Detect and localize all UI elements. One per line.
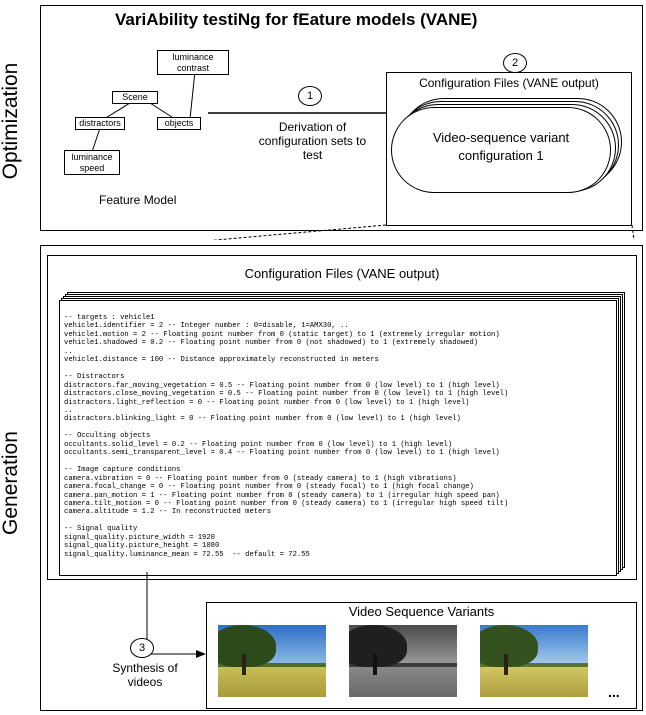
- config-files-title: Configuration Files (VANE output): [419, 76, 599, 90]
- fm-node-scene: Scene: [112, 91, 158, 104]
- config-code-line: [64, 365, 508, 373]
- step-1-text: Derivation of configuration sets to test: [258, 120, 367, 162]
- feature-model-caption: Feature Model: [99, 193, 177, 207]
- fm-node-distractors: distractors: [75, 117, 125, 130]
- config-code-line: ..: [64, 406, 73, 415]
- config-code-line: distractors.close_moving_vegetation = 0.…: [64, 390, 509, 399]
- config-code-line: [64, 458, 508, 466]
- step-2-badge: 2: [503, 53, 527, 73]
- config-code-line: camera.pan_motion = 1 -- Floating point …: [64, 491, 500, 500]
- config-code-line: camera.tilt_motion = 0 -- Floating point…: [64, 499, 509, 508]
- generation-config-title: Configuration Files (VANE output): [244, 266, 440, 281]
- fm-node-objects: objects: [157, 117, 201, 130]
- fm-node-luminance-contrast: luminance contrast: [157, 50, 229, 75]
- config-code-line: distractors.far_moving_vegetation = 0.5 …: [64, 381, 500, 390]
- config-code-line: [64, 424, 508, 432]
- config-card-text: Video-sequence variant configuration 1: [432, 130, 570, 163]
- config-code-line: occultants.solid_level = 0.2 -- Floating…: [64, 440, 453, 449]
- vane-title: VariAbility testiNg for fEature models (…: [115, 10, 478, 29]
- step-3-badge: 3: [130, 638, 154, 658]
- generation-side-label: Generation: [0, 431, 22, 535]
- video-variant-thumbnail-3: [480, 625, 588, 697]
- config-code-line: [64, 517, 508, 525]
- config-code-line: occultants.semi_transparent_level = 0.4 …: [64, 449, 500, 458]
- config-code-line: camera.altitude = 1.2 -- In reconstructe…: [64, 508, 272, 517]
- video-variant-thumbnail-2: [349, 625, 457, 697]
- config-code-line: -- Signal quality: [64, 525, 138, 534]
- config-code-line: vehicle1.shadowed = 0.2 -- Floating poin…: [64, 339, 479, 348]
- config-code-line: -- Occulting objects: [64, 432, 151, 441]
- config-card-front: Video-sequence variant configuration 1: [391, 107, 611, 193]
- video-variants-title: Video Sequence Variants: [348, 604, 495, 619]
- config-code-line: -- Distractors: [64, 373, 125, 382]
- config-code-line: vehicle1.distance = 100 -- Distance appr…: [64, 356, 379, 365]
- step-3-text: Synthesis of videos: [112, 661, 178, 689]
- fm-node-luminance-speed: luminance speed: [64, 150, 120, 175]
- config-code-line: signal_quality.picture_height = 1080: [64, 542, 220, 551]
- video-variants-ellipsis: ...: [608, 684, 620, 700]
- config-code-line: signal_quality.luminance_mean = 72.55 --…: [64, 550, 310, 559]
- config-code-line: distractors.blinking_light = 0 -- Floati…: [64, 415, 461, 424]
- config-code-line: vehicle1.identifier = 2 -- Integer numbe…: [64, 322, 349, 331]
- config-code-line: distractors.light_reflection = 0 -- Floa…: [64, 398, 470, 407]
- step-1-badge: 1: [298, 86, 322, 106]
- config-code-line: signal_quality.picture_width = 1920: [64, 533, 215, 542]
- config-code-line: camera.focal_change = 0 -- Floating poin…: [64, 483, 474, 492]
- config-code-line: -- Image capture conditions: [64, 466, 181, 475]
- config-code-line: camera.vibration = 0 -- Floating point n…: [64, 474, 457, 483]
- video-variant-thumbnail-1: [218, 625, 326, 697]
- config-code-line: ..: [64, 347, 73, 356]
- config-code-line: -- targets : vehicle1: [64, 314, 155, 322]
- config-code-line: vehicle1.motion = 2 -- Floating point nu…: [64, 330, 500, 339]
